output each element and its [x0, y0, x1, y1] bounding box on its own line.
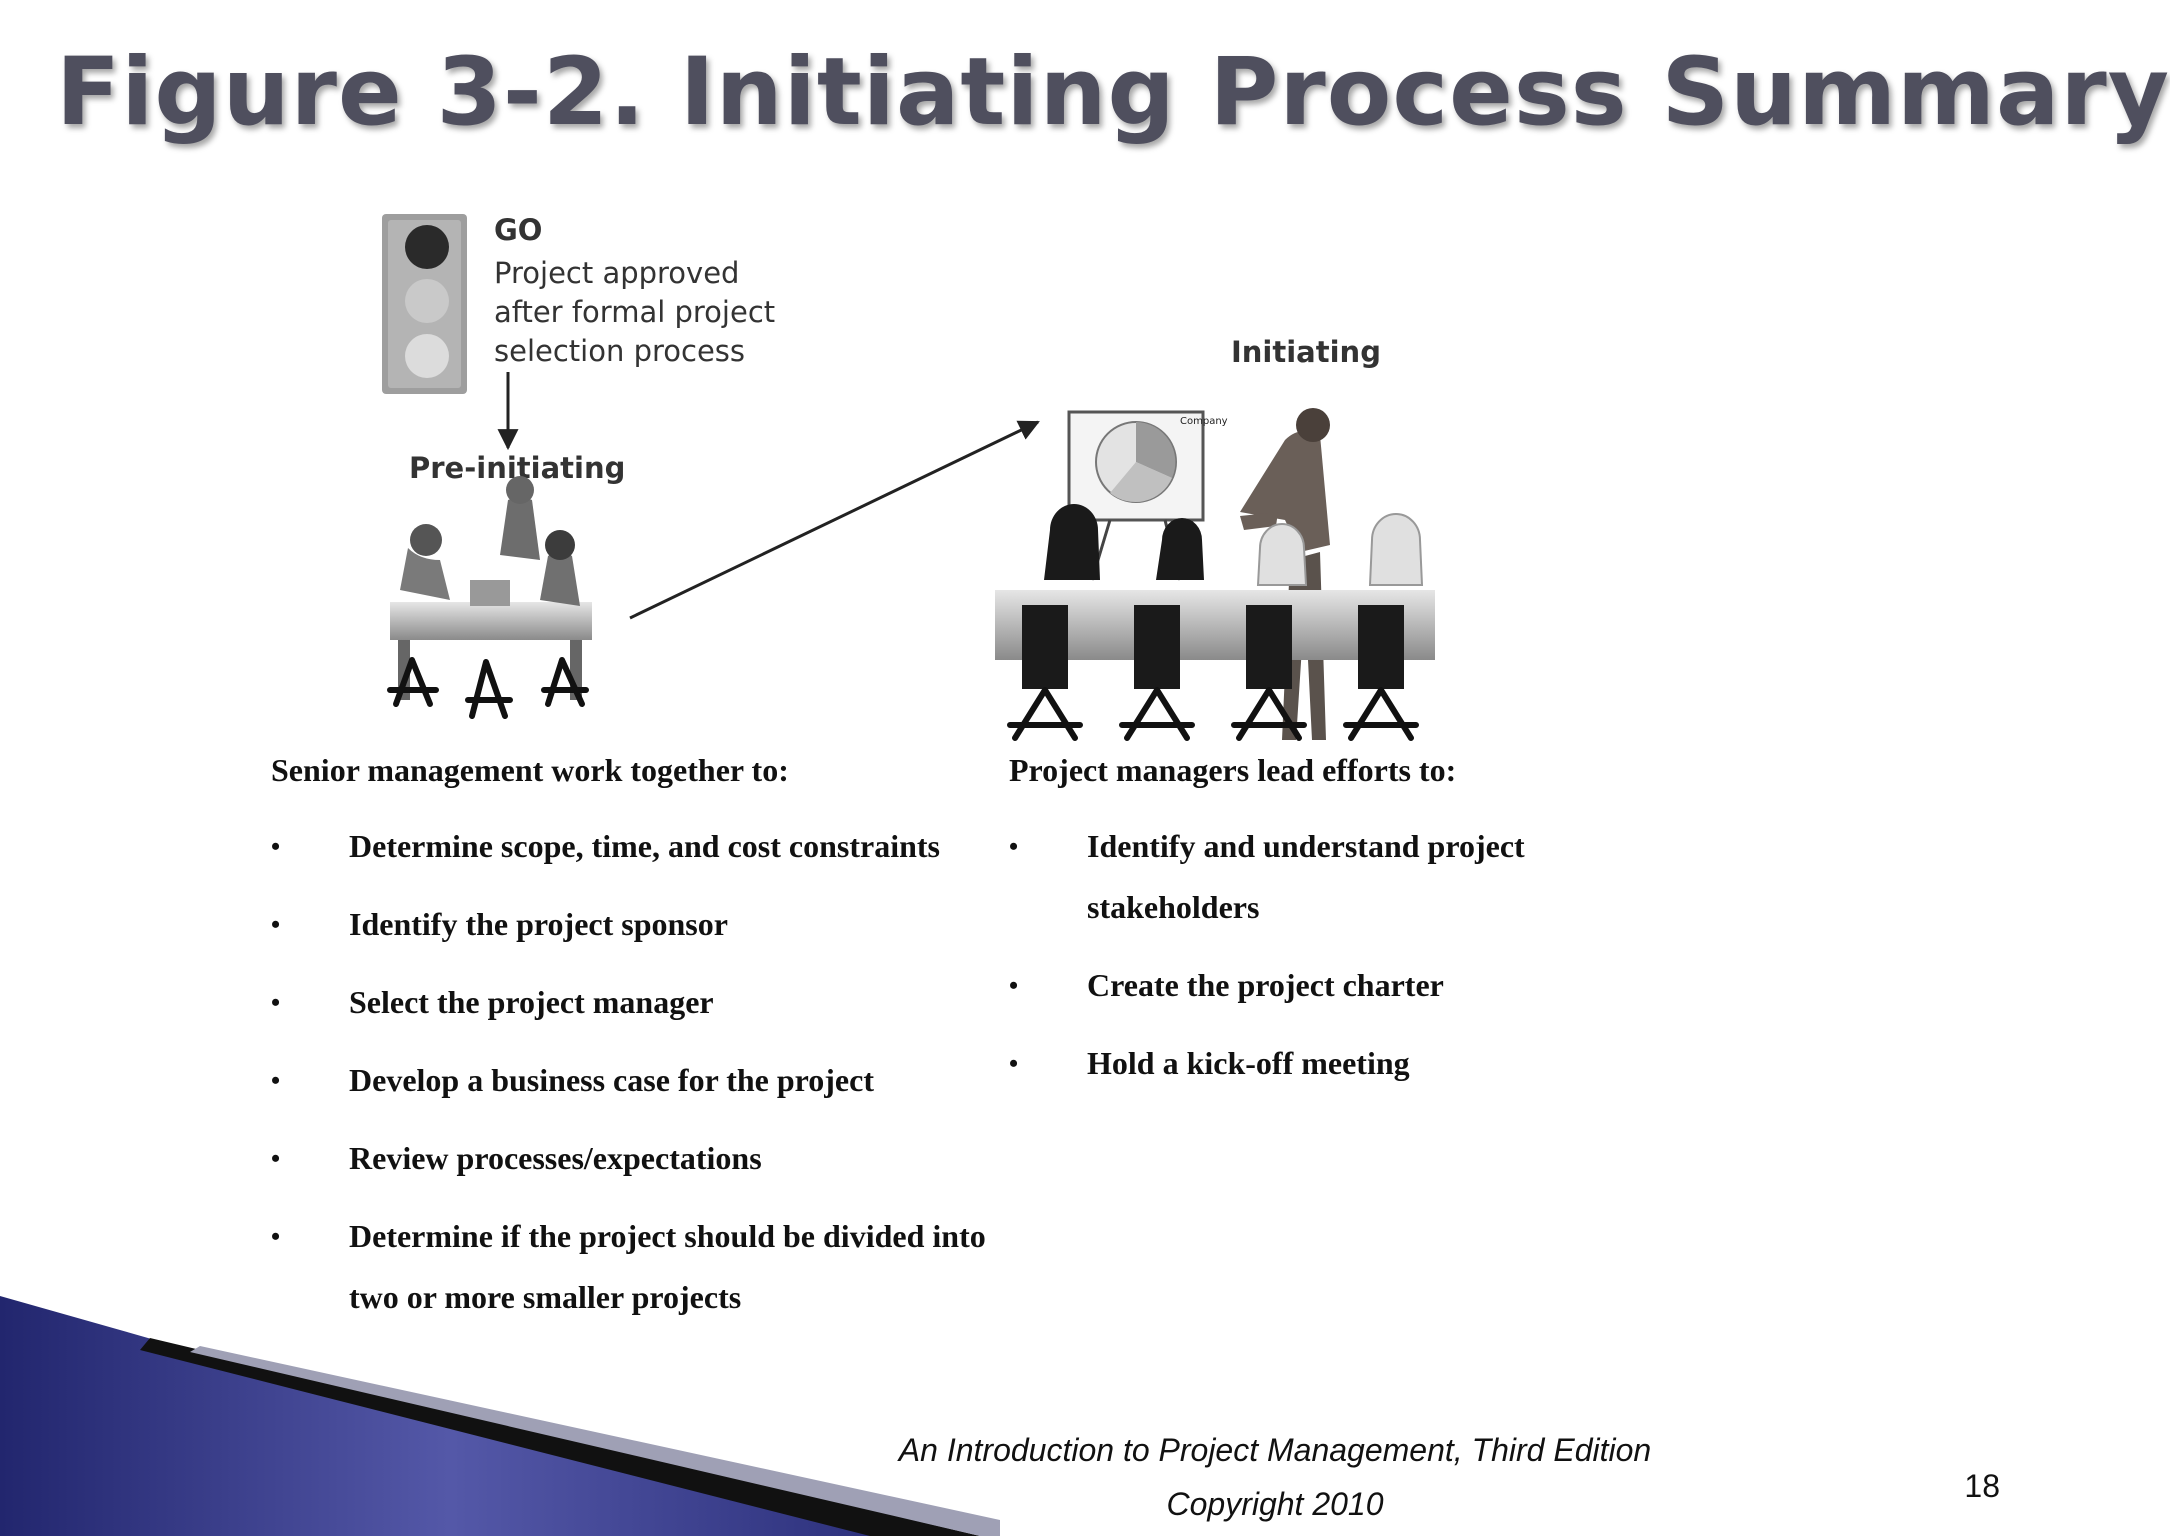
approval-caption-line-1: Project approved	[494, 256, 739, 290]
bullet: •	[1009, 971, 1019, 1000]
list-item: • Determine scope, time, and cost constra…	[271, 816, 1011, 877]
initiating-label: Initiating	[1231, 335, 1381, 369]
approval-caption-line-3: selection process	[494, 334, 745, 368]
list-item-text: Determine if the project should be divid…	[349, 1218, 986, 1315]
page-number: 18	[1964, 1468, 2000, 1504]
list-item-text: Develop a business case for the project	[349, 1062, 874, 1098]
senior-management-meeting-illustration	[387, 476, 592, 719]
bullet: •	[1009, 1049, 1019, 1078]
list-item: • Hold a kick-off meeting	[1009, 1033, 1569, 1094]
slide: Figure 3-2. Initiating Process Summary	[0, 38, 2169, 1536]
list-item: • Select the project manager	[271, 972, 1011, 1033]
transition-arrow	[629, 420, 1040, 620]
approval-caption-line-2: after formal project	[494, 295, 775, 329]
list-item-text: Hold a kick-off meeting	[1087, 1045, 1410, 1081]
bullet: •	[271, 910, 281, 939]
bullet: •	[271, 1144, 281, 1173]
list-item-text: Review processes/expectations	[349, 1140, 762, 1176]
list-item: • Identify and understand project stakeho…	[1009, 816, 1569, 938]
traffic-light-icon	[382, 214, 467, 394]
list-item-text: Identify the project sponsor	[349, 906, 728, 942]
list-item-text: Identify and understand project stakehol…	[1087, 828, 1525, 925]
kickoff-meeting-illustration: Company	[995, 408, 1435, 741]
footer-book-title: An Introduction to Project Management, T…	[898, 1432, 1652, 1468]
senior-management-column: Senior management work together to: • Det…	[271, 748, 1011, 1345]
footer-copyright: Copyright 2010	[1166, 1486, 1384, 1522]
senior-management-heading: Senior management work together to:	[271, 752, 789, 788]
corner-swoosh-decoration	[0, 1296, 1000, 1536]
list-item-text: Determine scope, time, and cost constrai…	[349, 828, 940, 864]
bullet: •	[1009, 832, 1019, 861]
project-manager-heading: Project managers lead efforts to:	[1009, 752, 1457, 788]
bullet: •	[271, 1066, 281, 1095]
slide-title: Figure 3-2. Initiating Process Summary	[56, 38, 2170, 147]
bullet: •	[271, 1222, 281, 1251]
list-item-text: Select the project manager	[349, 984, 714, 1020]
list-item-text: Create the project charter	[1087, 967, 1444, 1003]
bullet: •	[271, 988, 281, 1017]
project-manager-column: Project managers lead efforts to: • Ident…	[1009, 748, 1569, 1111]
screen-tag: Company	[1180, 416, 1228, 427]
go-label: GO	[494, 213, 542, 247]
list-item: • Review processes/expectations	[271, 1128, 1011, 1189]
process-figure: GO Project approved after formal project…	[0, 213, 1435, 1536]
list-item: • Develop a business case for the project	[271, 1050, 1011, 1111]
list-item: • Create the project charter	[1009, 955, 1569, 1016]
bullet: •	[271, 832, 281, 861]
project-manager-list: • Identify and understand project stakeho…	[1009, 816, 1569, 1094]
list-item: • Determine if the project should be divi…	[271, 1206, 1011, 1328]
senior-management-list: • Determine scope, time, and cost constra…	[271, 816, 1011, 1328]
list-item: • Identify the project sponsor	[271, 894, 1011, 955]
